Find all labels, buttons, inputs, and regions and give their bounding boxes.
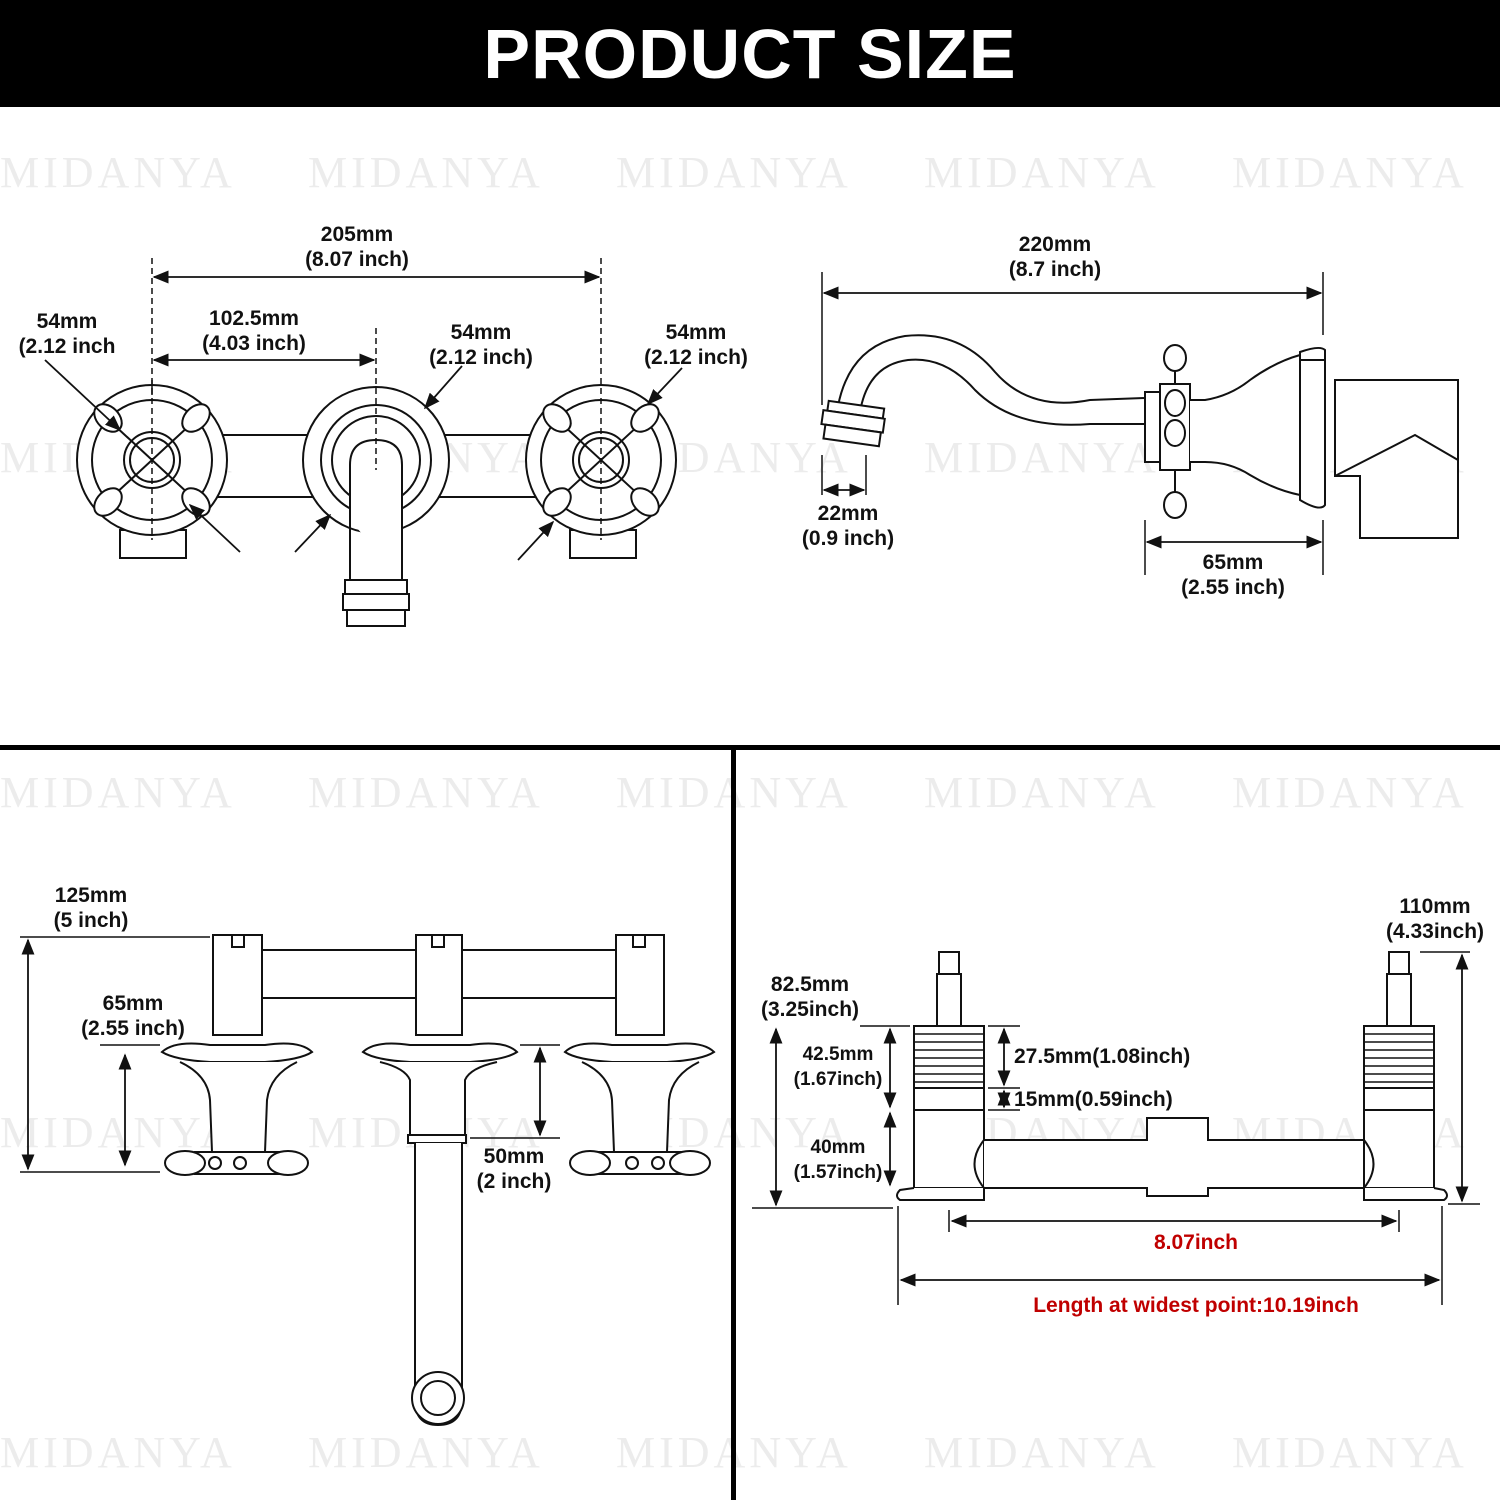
stem-height-mm: 82.5mm [771,973,849,996]
depth-inch: (2.55 inch) [1181,576,1285,599]
overall-width-inch: (8.07 inch) [305,248,409,271]
title-banner: PRODUCT SIZE [0,0,1500,107]
total-height-inch: (5 inch) [54,909,129,932]
left-handle-mm: 54mm [37,310,98,333]
right-handle-mm: 54mm [666,321,727,344]
stem-height-inch: (3.25inch) [761,998,859,1021]
body-height-inch: (1.57inch) [794,1162,883,1183]
valve-connecting-pipe [984,1117,1365,1197]
valve-left-assembly [913,951,985,1189]
front-view-panel [44,258,683,627]
side-view-panel [820,272,1459,575]
reach-mm: 220mm [1019,233,1091,256]
side-flange-bell [1190,353,1301,497]
valve-right-assembly [1363,951,1435,1189]
handle-spacing-mm: 102.5mm [209,307,299,330]
side-spout-upper-curve [837,334,1146,407]
right-handle-inch: (2.12 inch) [644,346,748,369]
top-view-panel [20,934,716,1427]
thread-height-mm: 42.5mm [803,1044,874,1065]
reach-inch: (8.7 inch) [1009,258,1101,281]
aerator-inch: (0.9 inch) [802,527,894,550]
side-wall-block [1334,379,1459,539]
thread-height-inch: (1.67inch) [794,1069,883,1090]
panel-divider-vertical [731,750,736,1500]
top-right-post [615,934,665,1036]
handle-height-inch: (2.55 inch) [81,1017,185,1040]
overall-width-mm: 205mm [321,223,393,246]
top-center-post [415,934,463,1036]
left-handle-inch: (2.12 inch [19,335,116,358]
aerator-mm: 22mm [818,502,879,525]
thread-length-label: 27.5mm(1.08inch) [1014,1045,1190,1068]
depth-mm: 65mm [1203,551,1264,574]
top-right-handle [563,1042,716,1176]
valve-view-panel [752,951,1480,1305]
widest-length-label: Length at widest point:10.19inch [1033,1294,1359,1317]
top-spout [361,1042,519,1427]
side-spout-lower-curve [859,358,1145,426]
spout-drop-inch: (2 inch) [477,1170,552,1193]
gap-label: 15mm(0.59inch) [1014,1088,1173,1111]
total-height-inch: (4.33inch) [1386,920,1484,943]
center-distance-label: 8.07inch [1154,1231,1238,1254]
panel-divider-horizontal [0,745,1500,750]
spout-flange-mm: 54mm [451,321,512,344]
total-height-mm: 125mm [55,884,127,907]
body-height-mm: 40mm [811,1137,866,1158]
top-left-post [212,934,263,1036]
spout-flange-inch: (2.12 inch) [429,346,533,369]
spout-drop-mm: 50mm [484,1145,545,1168]
handle-spacing-inch: (4.03 inch) [202,332,306,355]
total-height-mm: 110mm [1399,895,1470,918]
page-title: PRODUCT SIZE [483,14,1017,93]
handle-height-mm: 65mm [103,992,164,1015]
side-aerator [820,399,886,448]
top-left-handle [160,1042,314,1176]
